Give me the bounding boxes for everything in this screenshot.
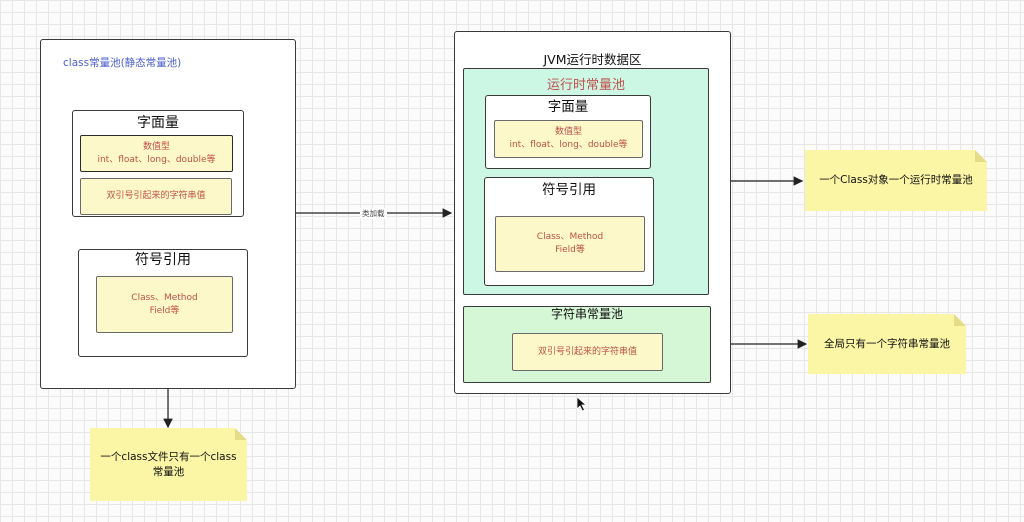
runtime-pool-note[interactable]: 一个Class对象一个运行时常量池: [805, 150, 987, 211]
runtime-numeric-type-list: int、float、long、double等: [509, 140, 628, 150]
string-literal-cell[interactable]: 双引号引起来的字符串值: [80, 178, 232, 215]
symbol-reference-title: 符号引用: [135, 252, 191, 268]
literal-title: 字面量: [137, 115, 179, 131]
runtime-literal-title: 字面量: [547, 99, 589, 115]
symbol-line-1: Class、Method: [131, 292, 198, 303]
runtime-literal-box[interactable]: 字面量 数值型 int、float、long、double等: [485, 95, 651, 169]
runtime-numeric-type-label: 数值型: [554, 127, 582, 137]
symbol-line-2: Field等: [149, 305, 180, 316]
mouse-cursor-icon: [576, 396, 588, 412]
numeric-type-list: int、float、long、double等: [97, 154, 216, 165]
runtime-symbol-reference-box[interactable]: 符号引用 Class、Method Field等: [484, 177, 654, 286]
runtime-numeric-literal-cell[interactable]: 数值型 int、float、long、double等: [494, 120, 643, 158]
runtime-symbol-reference-title: 符号引用: [542, 182, 596, 198]
string-pool-note[interactable]: 全局只有一个字符串常量池: [808, 314, 966, 374]
class-constant-pool-box[interactable]: class常量池(静态常量池) 字面量 数值型 int、float、long、d…: [40, 39, 296, 389]
runtime-pool-note-text: 一个Class对象一个运行时常量池: [819, 174, 973, 186]
runtime-symbol-reference-cell[interactable]: Class、Method Field等: [495, 216, 645, 272]
string-constant-pool-box[interactable]: 字符串常量池 双引号引起来的字符串值: [463, 306, 711, 383]
runtime-symbol-line-1: Class、Method: [536, 232, 604, 242]
string-constant-pool-title: 字符串常量池: [550, 307, 623, 321]
class-file-note-text: 一个class文件只有一个class常量池: [100, 450, 237, 478]
symbol-reference-box[interactable]: 符号引用 Class、Method Field等: [78, 249, 248, 357]
runtime-symbol-line-2: Field等: [555, 245, 585, 255]
string-pool-value-label: 双引号引起来的字符串值: [537, 346, 637, 357]
symbol-reference-cell[interactable]: Class、Method Field等: [96, 276, 233, 333]
numeric-literal-cell[interactable]: 数值型 int、float、long、double等: [80, 135, 233, 172]
runtime-constant-pool-box[interactable]: 运行时常量池 字面量 数值型 int、float、long、double等 符号…: [463, 68, 709, 295]
runtime-constant-pool-title: 运行时常量池: [546, 78, 625, 93]
literal-box[interactable]: 字面量 数值型 int、float、long、double等 双引号引起来的字符…: [72, 110, 244, 217]
class-file-note[interactable]: 一个class文件只有一个class常量池: [90, 428, 247, 501]
numeric-type-label: 数值型: [142, 141, 170, 152]
string-literal-label: 双引号引起来的字符串值: [106, 191, 206, 201]
jvm-runtime-area-box[interactable]: JVM运行时数据区 运行时常量池 字面量 数值型 int、float、long、…: [454, 31, 731, 394]
class-constant-pool-title: class常量池(静态常量池): [63, 57, 182, 69]
jvm-runtime-area-title: JVM运行时数据区: [543, 52, 642, 67]
string-pool-note-text: 全局只有一个字符串常量池: [824, 337, 950, 350]
string-pool-value-cell[interactable]: 双引号引起来的字符串值: [512, 333, 663, 371]
class-load-label: 类加载: [360, 208, 387, 219]
